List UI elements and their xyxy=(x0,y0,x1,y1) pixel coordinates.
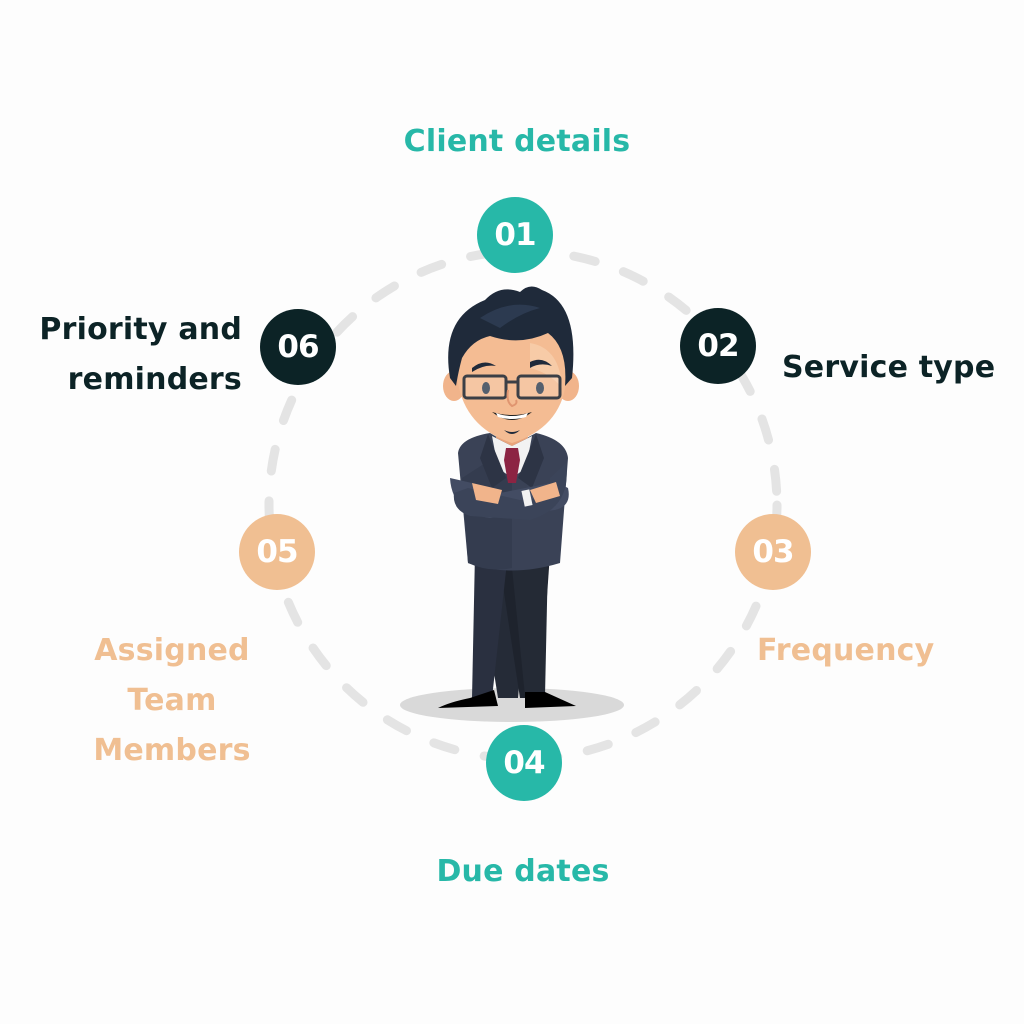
step-02-badge: 02 xyxy=(680,308,756,384)
step-05-badge: 05 xyxy=(239,514,315,590)
step-01-number: 01 xyxy=(494,217,536,253)
step-03-number: 03 xyxy=(752,534,794,570)
necktie xyxy=(504,448,520,483)
step-01-badge: 01 xyxy=(477,197,553,273)
hand-right xyxy=(530,482,560,503)
right-shoe xyxy=(525,692,576,708)
step-06-label: Priority and reminders xyxy=(39,312,242,397)
step-04-number: 04 xyxy=(503,745,545,781)
step-02-number: 02 xyxy=(697,328,739,364)
step-06-badge: 06 xyxy=(260,309,336,385)
step-05-label: Assigned Team Members xyxy=(93,633,251,768)
hand-left xyxy=(472,483,502,504)
step-02-label: Service type xyxy=(782,350,996,385)
left-shoe xyxy=(438,690,498,708)
step-01-label: Client details xyxy=(403,124,631,159)
step-06-number: 06 xyxy=(277,329,319,365)
step-03-label: Frequency xyxy=(757,633,935,668)
step-04-badge: 04 xyxy=(486,725,562,801)
step-04-label: Due dates xyxy=(436,854,610,889)
step-05-number: 05 xyxy=(256,534,298,570)
step-03-badge: 03 xyxy=(735,514,811,590)
floor-shadow xyxy=(400,688,624,722)
hair xyxy=(448,286,574,386)
businessman-illustration xyxy=(400,286,624,722)
